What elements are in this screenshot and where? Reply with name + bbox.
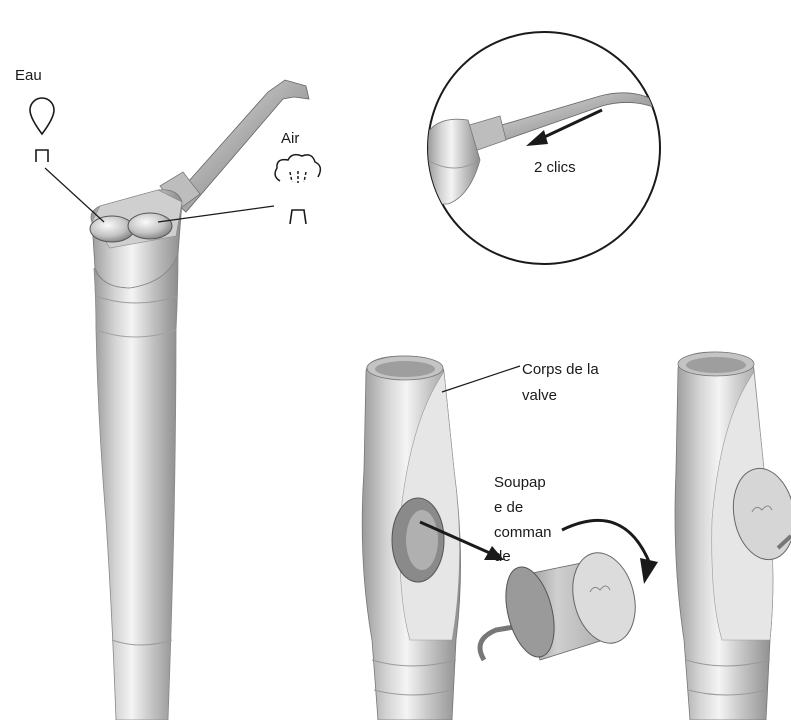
water-button	[90, 216, 134, 242]
valve-body-label-2: valve	[522, 387, 557, 404]
control-valve-label-2: e de	[494, 499, 523, 516]
valve-assembled	[675, 352, 791, 720]
water-drop-icon	[30, 98, 54, 134]
tip-detail-inset: 2 clics	[428, 32, 660, 264]
control-valve-label-3: comman	[494, 524, 552, 541]
control-valve-label-4: de	[494, 548, 511, 565]
control-valve-label-1: Soupap	[494, 474, 546, 491]
air-cloud-icon	[275, 155, 320, 183]
button-press-icon	[36, 150, 48, 162]
water-label: Eau	[15, 67, 42, 84]
air-label: Air	[281, 130, 299, 147]
valve-body-leader	[442, 366, 520, 392]
clicks-label: 2 clics	[534, 159, 576, 176]
button-press-icon	[290, 210, 306, 224]
air-button	[128, 213, 172, 239]
valve-body	[362, 356, 460, 720]
water-leader-line	[45, 168, 104, 222]
valve-body-label-1: Corps de la	[522, 361, 599, 378]
